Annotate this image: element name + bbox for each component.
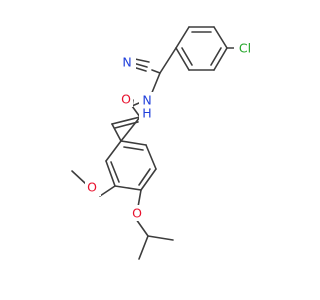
bond-alkene-1: [111, 116, 141, 125]
isopropoxy-oxygen-label: O: [132, 206, 142, 221]
bond-methyl: [71, 170, 87, 185]
chlorophenyl-ring: [175, 26, 228, 71]
aromatic-bond: [138, 168, 151, 186]
label-background: [85, 178, 101, 196]
bond: [213, 26, 228, 49]
bond: [99, 185, 116, 197]
bond: [120, 140, 147, 146]
bond: [138, 235, 149, 260]
label-background: [234, 40, 256, 56]
label-background: [139, 92, 155, 120]
aromatic-bond: [210, 47, 222, 66]
aromatic-bond: [110, 161, 120, 183]
bond: [131, 105, 141, 118]
nitrile-nitrogen-label: N: [122, 55, 131, 70]
label-background: [129, 205, 145, 221]
bond: [213, 47, 228, 71]
carbonyl-oxygen-label: O: [121, 92, 131, 107]
methoxy-oxygen-label: O: [87, 180, 97, 195]
bond: [105, 160, 116, 187]
bond: [175, 47, 190, 71]
dimethoxyphenyl-ring: [105, 140, 157, 191]
aromatic-bond: [123, 146, 144, 151]
bond: [105, 140, 122, 162]
structure-svg: N O N H Cl O O: [71, 26, 256, 260]
bond: [114, 185, 142, 191]
bond-cyano: [151, 69, 161, 74]
bond: [145, 144, 157, 170]
bond: [159, 47, 177, 74]
molecule-diagram: N O N H Cl O O: [71, 26, 256, 260]
bond: [137, 189, 142, 208]
label-background: [118, 54, 136, 70]
amide-nitrogen-label: N: [142, 93, 151, 108]
bond: [150, 72, 161, 96]
bond: [131, 102, 140, 107]
aromatic-bond: [181, 47, 193, 66]
amide-hydrogen-label: H: [142, 106, 151, 121]
bond: [120, 116, 141, 142]
chlorine-label: Cl: [239, 41, 251, 56]
bond: [147, 235, 174, 241]
bond: [140, 168, 157, 191]
bond: [111, 123, 122, 142]
label-background: [119, 91, 133, 107]
bond-nitrile-3: [134, 58, 150, 63]
bond-alkene-2: [114, 121, 139, 129]
bond: [175, 26, 190, 49]
bond: [135, 218, 149, 237]
